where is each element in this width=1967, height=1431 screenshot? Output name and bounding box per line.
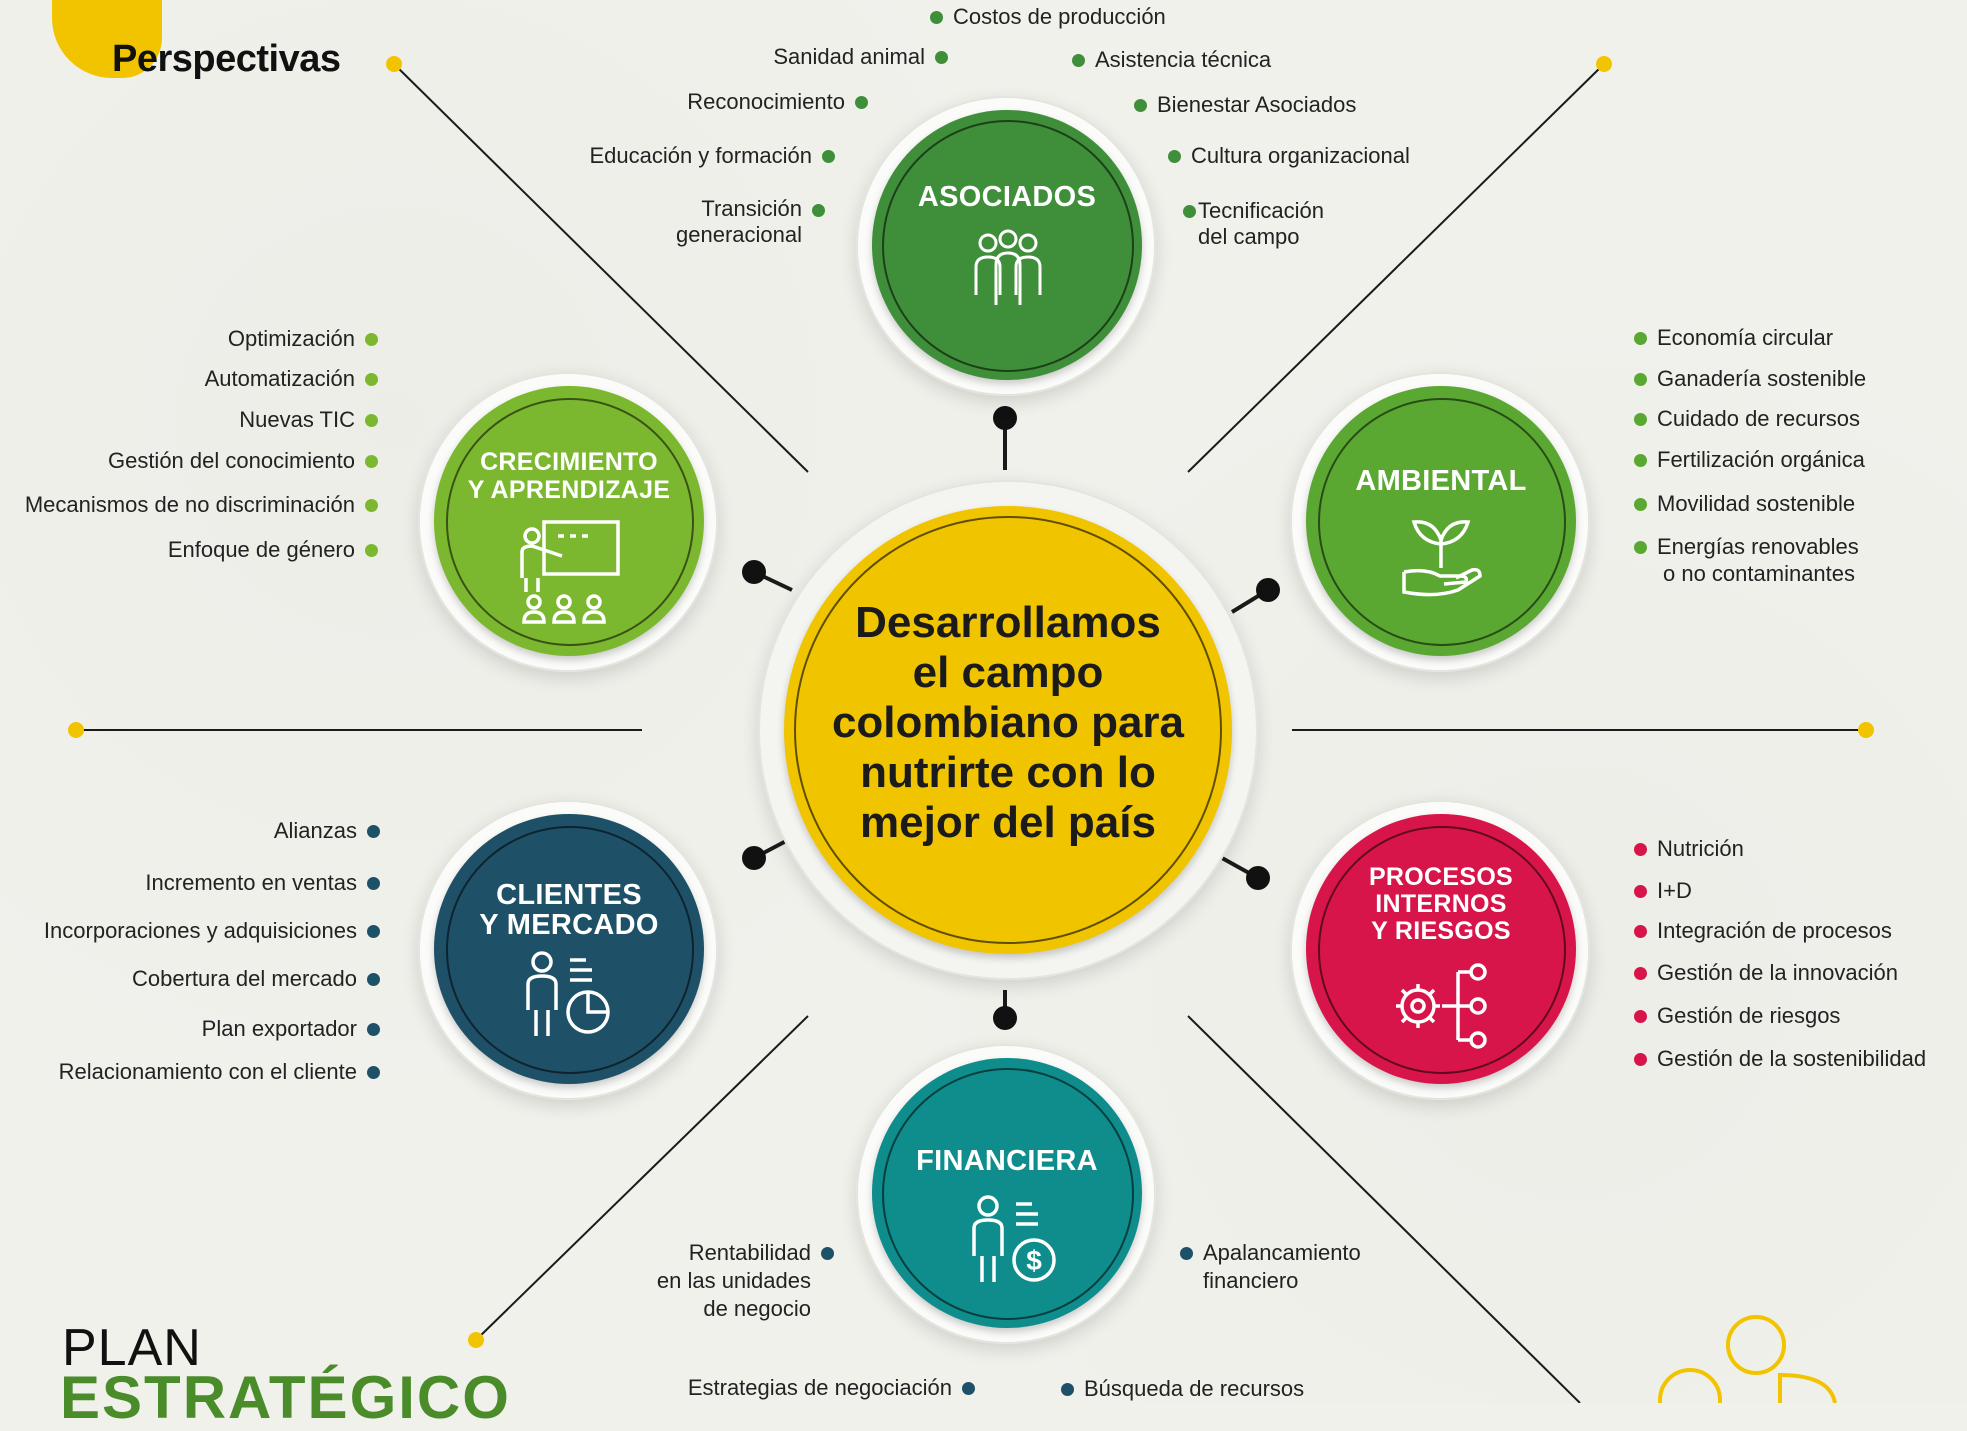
financiera-item: Apalancamiento (1180, 1238, 1361, 1267)
procesos-item: I+D (1634, 876, 1692, 905)
financiera-item-continuation: de negocio (703, 1296, 811, 1322)
asociados-item: Sanidad animal (773, 42, 948, 71)
ambiental-circle: AMBIENTAL (1306, 386, 1576, 656)
asociados-item: Cultura organizacional (1168, 141, 1410, 170)
asociados-item: Asistencia técnica (1072, 45, 1271, 74)
person-money-icon: $ (972, 1195, 1056, 1282)
svg-text:$: $ (1026, 1245, 1042, 1276)
clientes-item: Incorporaciones y adquisiciones (44, 916, 380, 945)
people-group-icon (974, 229, 1042, 305)
clientes-circle: CLIENTES Y MERCADO (434, 814, 704, 1084)
financiera-circle: FINANCIERA $ (872, 1058, 1142, 1328)
gear-network-icon (1396, 963, 1487, 1049)
crecimiento-item: Nuevas TIC (239, 405, 378, 434)
clientes-item: Plan exportador (202, 1014, 380, 1043)
procesos-item: Gestión de riesgos (1634, 1001, 1840, 1030)
ambiental-item-continuation: o no contaminantes (1663, 561, 1856, 587)
person-chart-icon (526, 951, 610, 1036)
clientes-item: Incremento en ventas (145, 868, 380, 897)
center-line-1: Desarrollamos (855, 598, 1161, 647)
ambiental-item: Cuidado de recursos (1634, 404, 1860, 433)
financiera-item: Rentabilidad (689, 1238, 834, 1267)
financiera-item: Estrategias de negociación (688, 1373, 975, 1402)
ambiental-item: Movilidad sostenible (1634, 489, 1855, 518)
brand-plan: PLAN (62, 1319, 202, 1377)
page-title: Perspectivas (112, 38, 341, 80)
clientes-label-1: CLIENTES (496, 879, 642, 911)
financiera-item-continuation: financiero (1203, 1268, 1299, 1294)
clientes-label-2: Y MERCADO (479, 909, 659, 941)
asociados-circle: ASOCIADOS (872, 110, 1142, 380)
brand-estrategico: ESTRATÉGICO (60, 1364, 511, 1431)
crecimiento-label-2: Y APRENDIZAJE (467, 476, 671, 504)
crecimiento-item: Mecanismos de no discriminación (25, 490, 378, 519)
ambiental-item: Fertilización orgánica (1634, 445, 1865, 474)
crecimiento-item: Enfoque de género (168, 535, 378, 564)
center-circle: Desarrollamos el campo colombiano para n… (784, 506, 1232, 954)
ambiental-item: Energías renovables (1634, 532, 1859, 561)
clientes-item: Relacionamiento con el cliente (59, 1057, 380, 1086)
center-line-2: el campo (912, 648, 1104, 697)
procesos-item: Integración de procesos (1634, 916, 1892, 945)
procesos-item: Nutrición (1634, 834, 1744, 863)
plant-in-hand-icon (1402, 520, 1482, 597)
clientes-item: Cobertura del mercado (132, 964, 380, 993)
ambiental-item: Economía circular (1634, 323, 1833, 352)
procesos-label-1: PROCESOS (1368, 863, 1514, 891)
crecimiento-item: Optimización (228, 324, 378, 353)
financiera-item-continuation: en las unidades (656, 1268, 811, 1294)
center-line-4: nutrirte con lo (860, 748, 1156, 797)
asociados-label: ASOCIADOS (917, 181, 1097, 213)
procesos-circle: PROCESOS INTERNOS Y RIESGOS (1306, 814, 1576, 1084)
financiera-label: FINANCIERA (916, 1145, 1098, 1177)
procesos-label-2: INTERNOS (1375, 890, 1507, 918)
center-line-3: colombiano para (831, 698, 1185, 747)
financiera-item: Búsqueda de recursos (1061, 1374, 1304, 1403)
asociados-item: Reconocimiento (687, 87, 868, 116)
asociados-item: Tecnificación del campo (1183, 198, 1348, 250)
clientes-item: Alianzas (274, 816, 380, 845)
asociados-item: Bienestar Asociados (1134, 90, 1356, 119)
procesos-item: Gestión de la innovación (1634, 958, 1898, 987)
ambiental-item: Ganadería sostenible (1634, 364, 1866, 393)
center-line-5: mejor del país (860, 798, 1156, 847)
crecimiento-circle: CRECIMIENTO Y APRENDIZAJE (434, 386, 704, 656)
procesos-item: Gestión de la sostenibilidad (1634, 1044, 1926, 1073)
crecimiento-label-1: CRECIMIENTO (480, 448, 658, 476)
asociados-item: Costos de producción (930, 2, 1166, 31)
asociados-item: Transición generacional (622, 196, 825, 248)
ambiental-label: AMBIENTAL (1355, 465, 1527, 497)
procesos-label-3: Y RIESGOS (1371, 917, 1511, 945)
crecimiento-item: Automatización (205, 364, 378, 393)
crecimiento-item: Gestión del conocimiento (108, 446, 378, 475)
teacher-board-icon (520, 520, 620, 624)
asociados-item: Educación y formación (589, 141, 835, 170)
